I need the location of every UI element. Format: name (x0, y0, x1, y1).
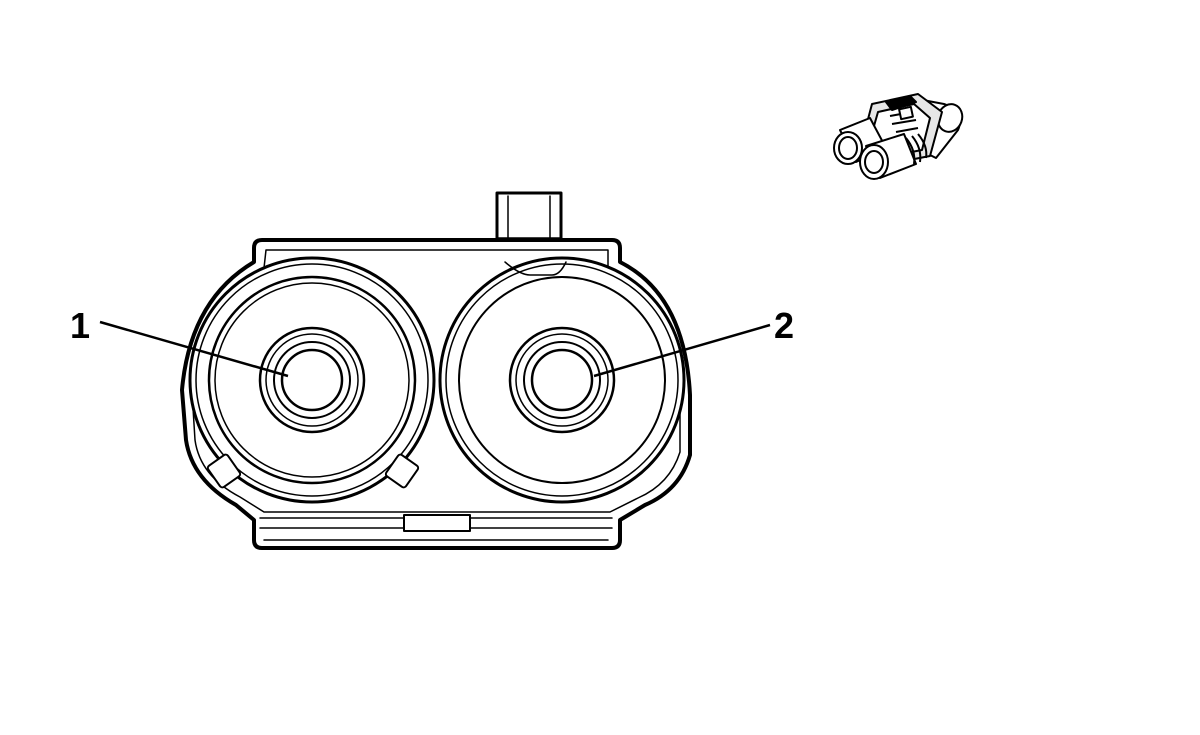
pin-number-1: 1 (70, 305, 90, 346)
connector-housing (180, 191, 692, 550)
cavity-2 (438, 256, 686, 504)
bottom-rail (259, 514, 613, 541)
callout-1: 1 (70, 305, 289, 378)
callout-2: 2 (593, 305, 794, 378)
pin-number-2: 2 (774, 305, 794, 346)
connector-thumbnail (833, 93, 964, 180)
key-tab-right (384, 453, 420, 489)
cavity-1 (188, 256, 436, 504)
key-tab-left (206, 453, 242, 489)
